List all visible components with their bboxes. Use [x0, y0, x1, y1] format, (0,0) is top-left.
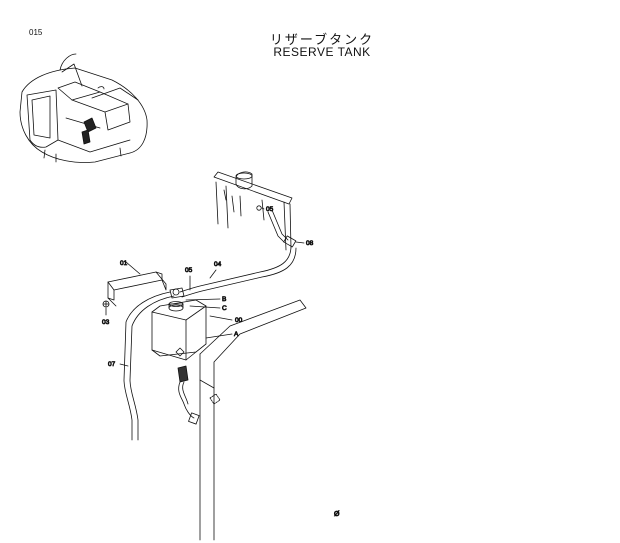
- radiator: [213, 171, 297, 251]
- footer-mark: Ø: [334, 511, 340, 518]
- callout-04: 04: [214, 261, 222, 268]
- callout-05-mid: 05: [185, 267, 193, 274]
- page-number: 015: [29, 28, 43, 37]
- hose-07: [123, 291, 175, 441]
- callout-C: C: [222, 305, 227, 312]
- callout-00: 00: [235, 317, 243, 324]
- bolt-03: [102, 300, 110, 308]
- level-sensor: [177, 365, 221, 425]
- callout-03: 03: [102, 319, 110, 326]
- reserve-tank: [151, 287, 207, 361]
- frame-structure: [199, 299, 307, 541]
- title-english: RESERVE TANK: [273, 45, 371, 59]
- callout-A: A: [234, 331, 239, 338]
- hose-04: [179, 245, 297, 298]
- title-japanese: リザーブタンク: [269, 33, 375, 48]
- excavator-overview: [19, 53, 148, 163]
- callout-07: 07: [108, 361, 116, 368]
- callout-B: B: [222, 296, 226, 303]
- callout-05-top: 05: [266, 206, 274, 213]
- bracket-01: [107, 271, 167, 307]
- callout-08: 08: [306, 240, 314, 247]
- leader-lines: [105, 207, 305, 367]
- callout-01: 01: [120, 260, 128, 267]
